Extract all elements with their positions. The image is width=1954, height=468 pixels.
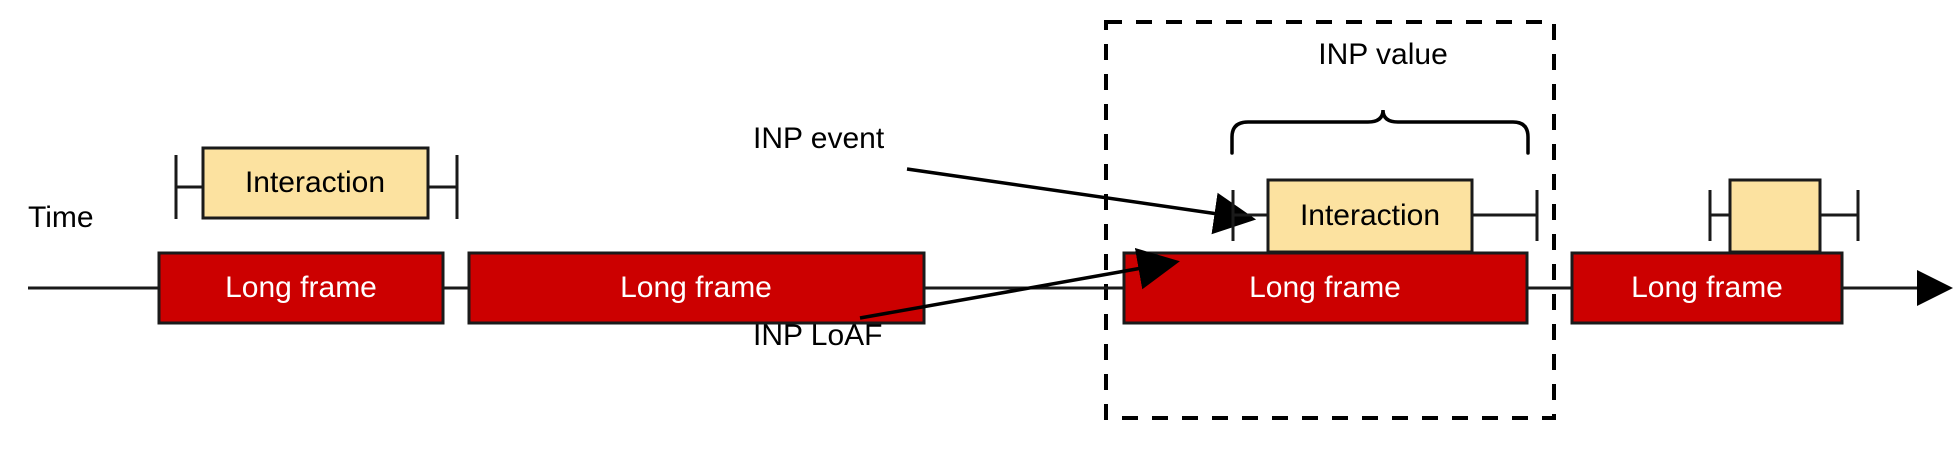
time-axis-label: Time <box>28 201 94 234</box>
interaction-2[interactable]: Interaction <box>1266 178 1474 254</box>
interaction-2-errorbar <box>1231 190 1539 241</box>
interaction-3-errorbar <box>1708 190 1860 241</box>
long-frame-3-label: Long frame <box>1249 271 1401 304</box>
long-frame-3[interactable]: Long frame <box>1122 251 1529 325</box>
inp-highlight-dashed-box <box>1104 20 1556 420</box>
long-frame-4[interactable]: Long frame <box>1570 251 1844 325</box>
interaction-1[interactable]: Interaction <box>201 146 430 220</box>
interaction-1-errorbar <box>174 155 459 219</box>
long-frame-4-label: Long frame <box>1631 271 1783 304</box>
long-frame-1[interactable]: Long frame <box>157 251 445 325</box>
inp-loaf-leader-arrow-icon <box>859 247 1180 320</box>
inp-value-brace <box>1230 109 1530 155</box>
inp-event-leader-arrow-icon <box>906 167 1257 235</box>
inp-value-label: INP value <box>1318 38 1448 71</box>
inp-event-label: INP event <box>753 122 885 155</box>
inp-loaf-label: INP LoAF <box>753 319 883 352</box>
long-frame-2-label: Long frame <box>620 271 772 304</box>
interaction-3[interactable] <box>1728 178 1822 254</box>
interaction-2-label: Interaction <box>1300 199 1440 232</box>
interaction-1-label: Interaction <box>245 166 385 199</box>
long-frame-1-label: Long frame <box>225 271 377 304</box>
long-frame-2[interactable]: Long frame <box>467 251 926 325</box>
